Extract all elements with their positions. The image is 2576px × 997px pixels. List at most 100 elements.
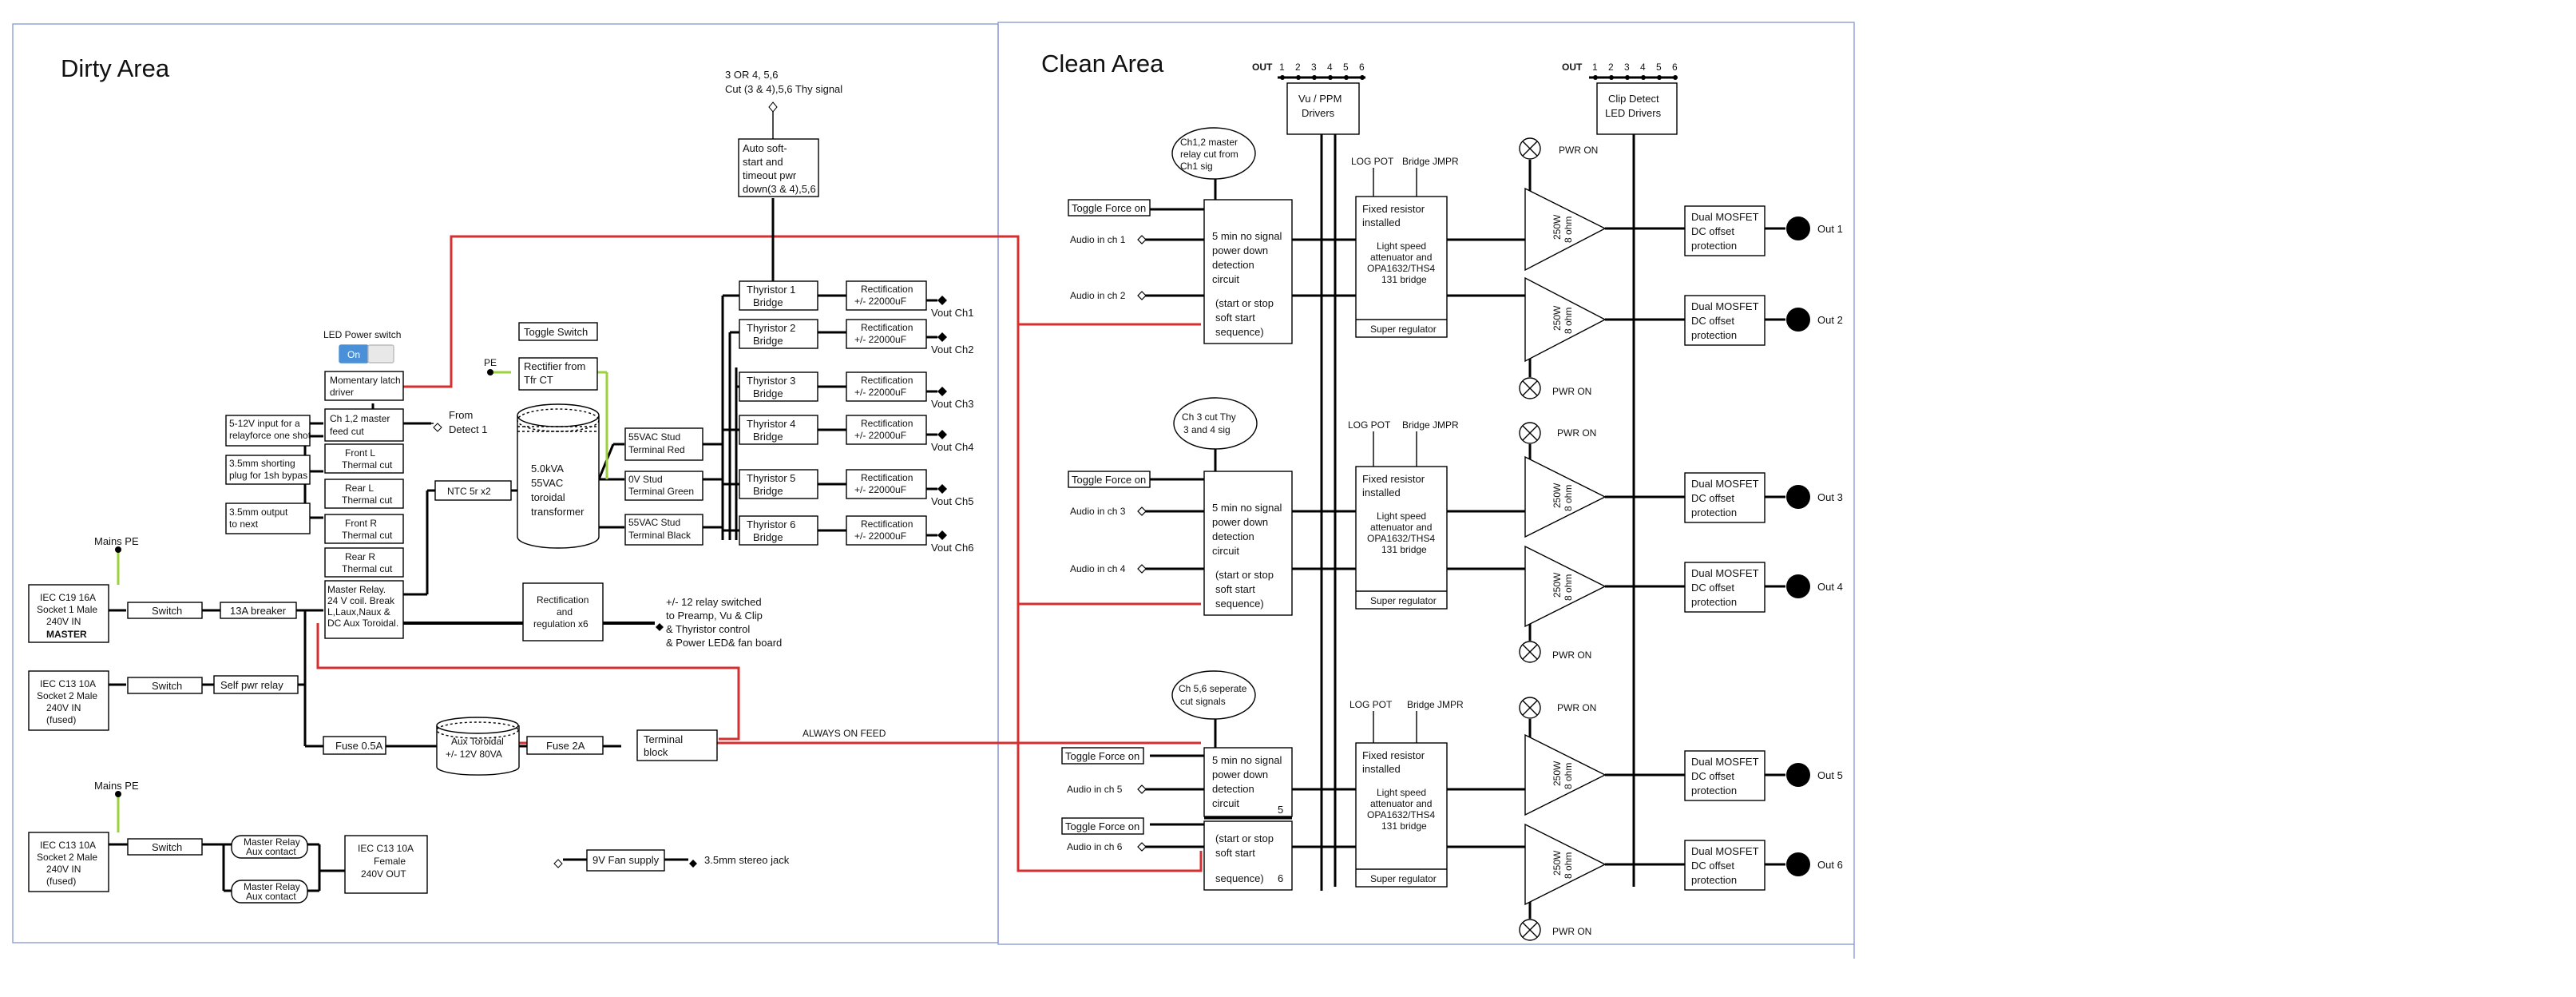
soft-2-l1: (start or stop: [1215, 569, 1274, 581]
detect-2-l1: 5 min no signal: [1212, 502, 1282, 514]
dirty-area-title: Dirty Area: [61, 54, 170, 82]
aux-contact-2-l2: Aux contact: [246, 891, 296, 902]
pwr-on-lamps: [1519, 137, 1541, 941]
iec2-l4: (fused): [46, 714, 76, 725]
rect-4-l2: +/- 22000uF: [854, 430, 906, 441]
vout-ch3: Vout Ch3: [931, 398, 974, 410]
toggle-force-on-4[interactable]: [1061, 817, 1144, 835]
detect-1-l3: detection: [1212, 259, 1254, 271]
soft-1-l1: (start or stop: [1215, 297, 1274, 309]
rect-6-l1: Rectification: [861, 518, 913, 530]
aux-contact-1-box: [231, 835, 308, 859]
iec-c19-socket-box: [28, 584, 109, 643]
aux-contact-2-box: [231, 880, 308, 904]
amp-1-l2: 8 ohm: [1563, 216, 1574, 243]
toroidal-l4: transformer: [531, 506, 585, 518]
iec2-l3: 240V IN: [46, 702, 81, 713]
ch12-feed-l2: feed cut: [330, 426, 364, 437]
iec2-l2: Socket 2 Male: [37, 690, 97, 701]
toggle-force-on-2[interactable]: [1068, 471, 1151, 488]
switch-2-box[interactable]: [127, 677, 203, 694]
amp-3: [1524, 455, 1607, 538]
fixed-resistor-box-2: [1355, 466, 1448, 610]
auto-soft-l1: Auto soft-: [743, 142, 787, 154]
amp-5-l1: 250W: [1552, 761, 1563, 786]
relay-switched-l3: & Thyristor control: [666, 623, 750, 635]
clean-wiring: [1142, 134, 1785, 919]
thyristor-6-box: [739, 515, 818, 546]
atten-2-l3: OPA1632/THS4: [1367, 533, 1435, 544]
out-num: 5: [1343, 62, 1349, 73]
switch-1-label: Switch: [152, 605, 182, 617]
out-num: 3: [1311, 62, 1317, 73]
audio-in-3: Audio in ch 3: [1070, 506, 1126, 517]
atten-1-l3: OPA1632/THS4: [1367, 263, 1435, 274]
rectification-2-box: [846, 319, 927, 349]
switch-1-box[interactable]: [127, 602, 203, 619]
iec3-l1: IEC C13 10A: [40, 840, 96, 851]
detect-3-l3: detection: [1212, 783, 1254, 795]
auto-soft-start-box: [738, 138, 819, 197]
dc6-l1: Dual MOSFET: [1691, 845, 1759, 857]
out-5-label: Out 5: [1817, 769, 1843, 781]
thyristor-6-l2: Bridge: [753, 531, 783, 543]
atten-1-l4: 131 bridge: [1381, 274, 1427, 285]
momentary-latch-l2: driver: [330, 387, 354, 398]
iec3-l4: (fused): [46, 876, 76, 887]
thyristor-3-box: [739, 371, 818, 402]
dc1-l2: DC offset: [1691, 225, 1734, 237]
thy-signal-l1: 3 OR 4, 5,6: [725, 69, 778, 81]
detect-2-l3: detection: [1212, 530, 1254, 542]
ch5-label: 5: [1278, 804, 1283, 816]
toggle-force-2-label: Toggle Force on: [1072, 474, 1146, 486]
out-num: 1: [1279, 62, 1285, 73]
amp-1: [1524, 187, 1607, 272]
led-power-switch-off[interactable]: [367, 344, 394, 363]
switch-3-box[interactable]: [127, 838, 203, 856]
thyristor-2-l1: Thyristor 2: [747, 322, 795, 334]
terminal-block-l1: Terminal: [644, 733, 683, 745]
terminal-block-box: [636, 729, 718, 761]
detect-3-l2: power down: [1212, 769, 1268, 781]
thyristor-4-l1: Thyristor 4: [747, 418, 795, 430]
out-num: 3: [1624, 62, 1630, 73]
stud-red-l2: Terminal Red: [628, 444, 685, 455]
rectification-6-box: [846, 515, 927, 546]
relay-input-l2: relayforce one shot: [229, 430, 311, 441]
aux-toroidal-l2: +/- 12V 80VA: [446, 749, 502, 760]
fixed-res-1-l1: Fixed resistor: [1362, 203, 1425, 215]
toggle-force-on-1[interactable]: [1068, 199, 1151, 216]
iec-out-l1: IEC C13 10A: [358, 843, 414, 854]
stud-red-box: [624, 427, 703, 461]
dc3-l3: protection: [1691, 506, 1737, 518]
detect-3-l4: circuit: [1212, 797, 1239, 809]
cut-note-3-l1: Ch 5,6 seperate: [1179, 683, 1247, 694]
toggle-force-on-3[interactable]: [1061, 747, 1144, 765]
fuse-05-label: Fuse 0.5A: [335, 740, 383, 752]
front-r-l1: Front R: [345, 518, 377, 529]
always-on-label: ALWAYS ON FEED: [803, 728, 886, 739]
out-4-label: Out 4: [1817, 581, 1843, 593]
cut-note-3: [1171, 670, 1256, 720]
toggle-switch-box[interactable]: [518, 322, 598, 341]
connector-diamonds: [403, 101, 947, 868]
out-numbers-vu: 1 2 3 4 5 6: [1279, 62, 1365, 73]
out-num: 2: [1608, 62, 1614, 73]
thyristor-1-box: [739, 280, 818, 311]
from-detect-l2: Detect 1: [449, 423, 487, 435]
master-relay-l2: 24 V coil. Break: [327, 595, 395, 606]
toroidal-l3: toroidal: [531, 491, 565, 503]
cut-note-1-l3: Ch1 sig: [1180, 161, 1213, 172]
dc4-l3: protection: [1691, 596, 1737, 608]
dc-protect-2: [1684, 295, 1766, 346]
stud-black-l1: 55VAC Stud: [628, 517, 680, 528]
led-power-switch-label: LED Power switch: [323, 329, 401, 340]
toroidal-l1: 5.0kVA: [531, 463, 564, 475]
audio-in-5: Audio in ch 5: [1067, 784, 1123, 795]
momentary-latch-l1: Momentary latch: [330, 375, 401, 386]
thyristor-5-box: [739, 469, 818, 499]
front-r-l2: Thermal cut: [342, 530, 393, 541]
toggle-force-1-label: Toggle Force on: [1072, 202, 1146, 214]
relay-switched-l1: +/- 12 relay switched: [666, 596, 762, 608]
rectifier-tfr-l1: Rectifier from: [524, 360, 585, 372]
